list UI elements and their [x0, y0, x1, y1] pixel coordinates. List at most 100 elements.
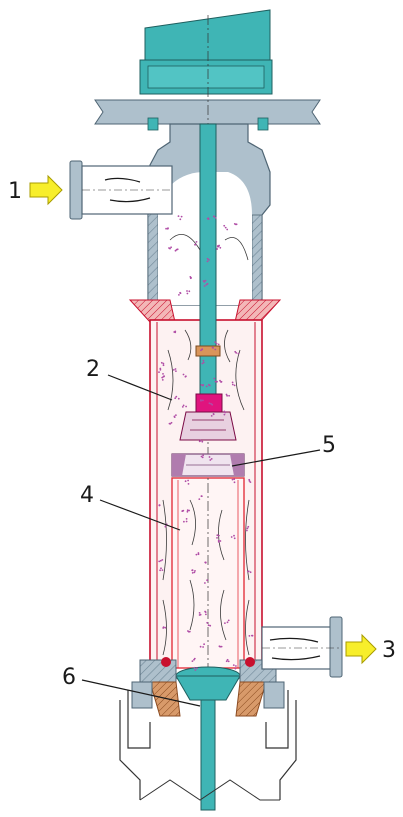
particle — [234, 350, 237, 353]
particle — [201, 384, 204, 387]
particle — [194, 243, 197, 246]
particle — [215, 342, 218, 345]
particle — [175, 370, 177, 372]
particle — [200, 399, 202, 401]
particle — [209, 624, 212, 627]
particle — [198, 440, 201, 443]
particle — [224, 622, 226, 624]
particle — [207, 217, 210, 220]
particle — [233, 534, 235, 537]
particle — [181, 406, 184, 408]
particle — [160, 567, 162, 570]
particle — [184, 375, 187, 378]
particle — [232, 664, 235, 666]
particle — [204, 582, 206, 584]
particle — [196, 667, 198, 670]
callout-1: 1 — [8, 179, 22, 204]
particle — [226, 394, 229, 397]
particle — [186, 510, 189, 513]
particle — [174, 397, 177, 400]
particle — [161, 569, 164, 571]
particle — [187, 479, 190, 482]
particle — [209, 459, 212, 461]
particle — [226, 228, 229, 231]
particle — [208, 456, 211, 458]
particle — [188, 509, 191, 512]
flow-line — [245, 599, 250, 656]
particle — [187, 483, 190, 485]
particle — [231, 381, 234, 384]
particle — [189, 276, 192, 278]
particle — [216, 248, 219, 250]
particle — [206, 579, 209, 582]
particle — [168, 247, 170, 249]
particle — [165, 227, 168, 230]
particle — [217, 541, 220, 543]
particle — [160, 361, 163, 364]
flow-line — [184, 329, 192, 361]
particle — [227, 660, 230, 663]
particle — [188, 290, 191, 293]
particles — [158, 215, 254, 671]
particle — [251, 634, 253, 637]
particle — [223, 224, 226, 227]
particle — [175, 414, 177, 416]
particle — [214, 380, 217, 383]
particle — [217, 343, 220, 346]
callout-5: 5 — [322, 433, 336, 458]
particle — [206, 257, 209, 260]
particle — [210, 402, 212, 405]
particle — [170, 246, 173, 249]
callout-2: 2 — [86, 357, 100, 382]
particle — [205, 613, 207, 616]
particle — [228, 394, 231, 397]
particle — [218, 244, 221, 247]
particle — [191, 569, 194, 572]
particle — [208, 384, 211, 387]
particle — [219, 246, 222, 249]
particle — [159, 367, 162, 370]
particle — [203, 643, 206, 646]
particle — [191, 660, 194, 662]
particle — [194, 669, 197, 671]
lower-flange — [131, 657, 285, 717]
particle — [247, 525, 250, 528]
particle — [216, 380, 218, 383]
callout-6: 6 — [62, 665, 76, 690]
particle — [202, 646, 205, 648]
particle — [206, 260, 209, 263]
particle — [204, 611, 207, 613]
particle — [203, 285, 206, 287]
particle — [234, 667, 237, 670]
particle — [162, 627, 165, 629]
particle — [226, 658, 229, 661]
particle — [231, 478, 234, 481]
flow-line — [189, 499, 196, 546]
particle — [185, 405, 188, 408]
particle — [166, 227, 169, 230]
particle — [214, 341, 217, 343]
flow-line — [224, 237, 249, 261]
particle — [219, 645, 222, 648]
particle — [225, 660, 228, 663]
particle — [182, 373, 185, 376]
particle — [170, 421, 173, 424]
callout-3: 3 — [382, 638, 396, 663]
particle — [187, 630, 189, 632]
particle — [164, 626, 167, 629]
particle — [168, 422, 171, 425]
particle — [200, 384, 203, 386]
flow-line — [162, 499, 167, 581]
particle — [183, 520, 185, 523]
flow-lines — [162, 233, 250, 656]
particle — [212, 413, 215, 415]
particle — [197, 552, 200, 554]
particle — [214, 217, 217, 219]
outlet-pipe — [261, 616, 343, 678]
particle — [206, 282, 209, 285]
particle — [179, 292, 182, 295]
particle — [175, 395, 178, 398]
particle — [159, 559, 162, 562]
particle — [237, 352, 240, 355]
particle — [186, 290, 188, 292]
